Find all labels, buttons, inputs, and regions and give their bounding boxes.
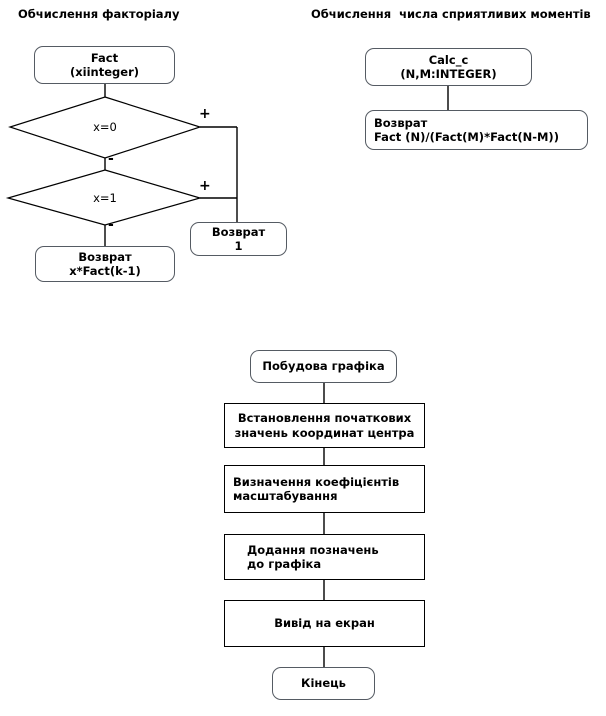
- factorial-start-line2: (xiinteger): [70, 65, 139, 79]
- plot-start-node[interactable]: Побудова графіка: [250, 350, 397, 383]
- combinations-return-line2: Fact (N)/(Fact(M)*Fact(N-M)): [374, 130, 559, 144]
- factorial-return-recursive-line2: x*Fact(k-1): [69, 264, 141, 278]
- plot-end-node[interactable]: Кінець: [272, 667, 375, 700]
- plot-step1-line1: Встановлення початкових: [237, 411, 412, 426]
- decision2-label: x=1: [93, 191, 117, 205]
- plot-step3-node[interactable]: Додання позначень до графіка: [224, 534, 425, 580]
- plot-step1-line2: значень координат центра: [234, 425, 415, 440]
- plot-step2-node[interactable]: Визначення коефіцієнтів масштабування: [224, 465, 425, 513]
- factorial-start-node[interactable]: Fact (xiinteger): [34, 46, 175, 84]
- plot-step3-line2: до графіка: [247, 557, 322, 571]
- decision1-true-branch-label: +: [199, 106, 211, 122]
- plot-step4-node[interactable]: Вивід на екран: [224, 600, 425, 647]
- plot-step2-line2: масштабування: [233, 489, 338, 503]
- factorial-return-one-line2: 1: [234, 239, 243, 253]
- factorial-return-recursive-line1: Возврат: [78, 249, 132, 264]
- plot-start-label: Побудова графіка: [262, 359, 385, 374]
- plot-end-label: Кінець: [301, 676, 346, 691]
- combinations-return-node[interactable]: Возврат Fact (N)/(Fact(M)*Fact(N-M)): [365, 110, 588, 150]
- factorial-return-one-node[interactable]: Возврат 1: [190, 222, 287, 256]
- combinations-start-line2: (N,M:INTEGER): [400, 67, 497, 81]
- factorial-return-one-line1: Возврат: [211, 224, 266, 239]
- combinations-start-line1: Calc_c: [428, 52, 469, 67]
- plot-step4-label: Вивід на екран: [274, 616, 375, 631]
- decision1-label: x=0: [93, 120, 117, 134]
- factorial-start-line1: Fact: [90, 50, 119, 65]
- factorial-chart-title: Обчислення факторіалу: [18, 7, 180, 21]
- plot-step3-line1: Додання позначень: [247, 542, 379, 557]
- plot-step2-line1: Визначення коефіцієнтів: [233, 474, 400, 489]
- combinations-return-line1: Возврат: [374, 115, 428, 130]
- decision2-true-branch-label: +: [199, 178, 211, 194]
- decision2-false-branch-label: -: [108, 217, 114, 233]
- combinations-start-node[interactable]: Calc_c (N,M:INTEGER): [365, 48, 532, 86]
- plot-step1-node[interactable]: Встановлення початкових значень координа…: [224, 403, 425, 448]
- decision1-false-branch-label: -: [108, 151, 114, 167]
- combinations-chart-title: Обчислення числа сприятливих моментів: [311, 7, 591, 21]
- factorial-return-recursive-node[interactable]: Возврат x*Fact(k-1): [35, 246, 175, 282]
